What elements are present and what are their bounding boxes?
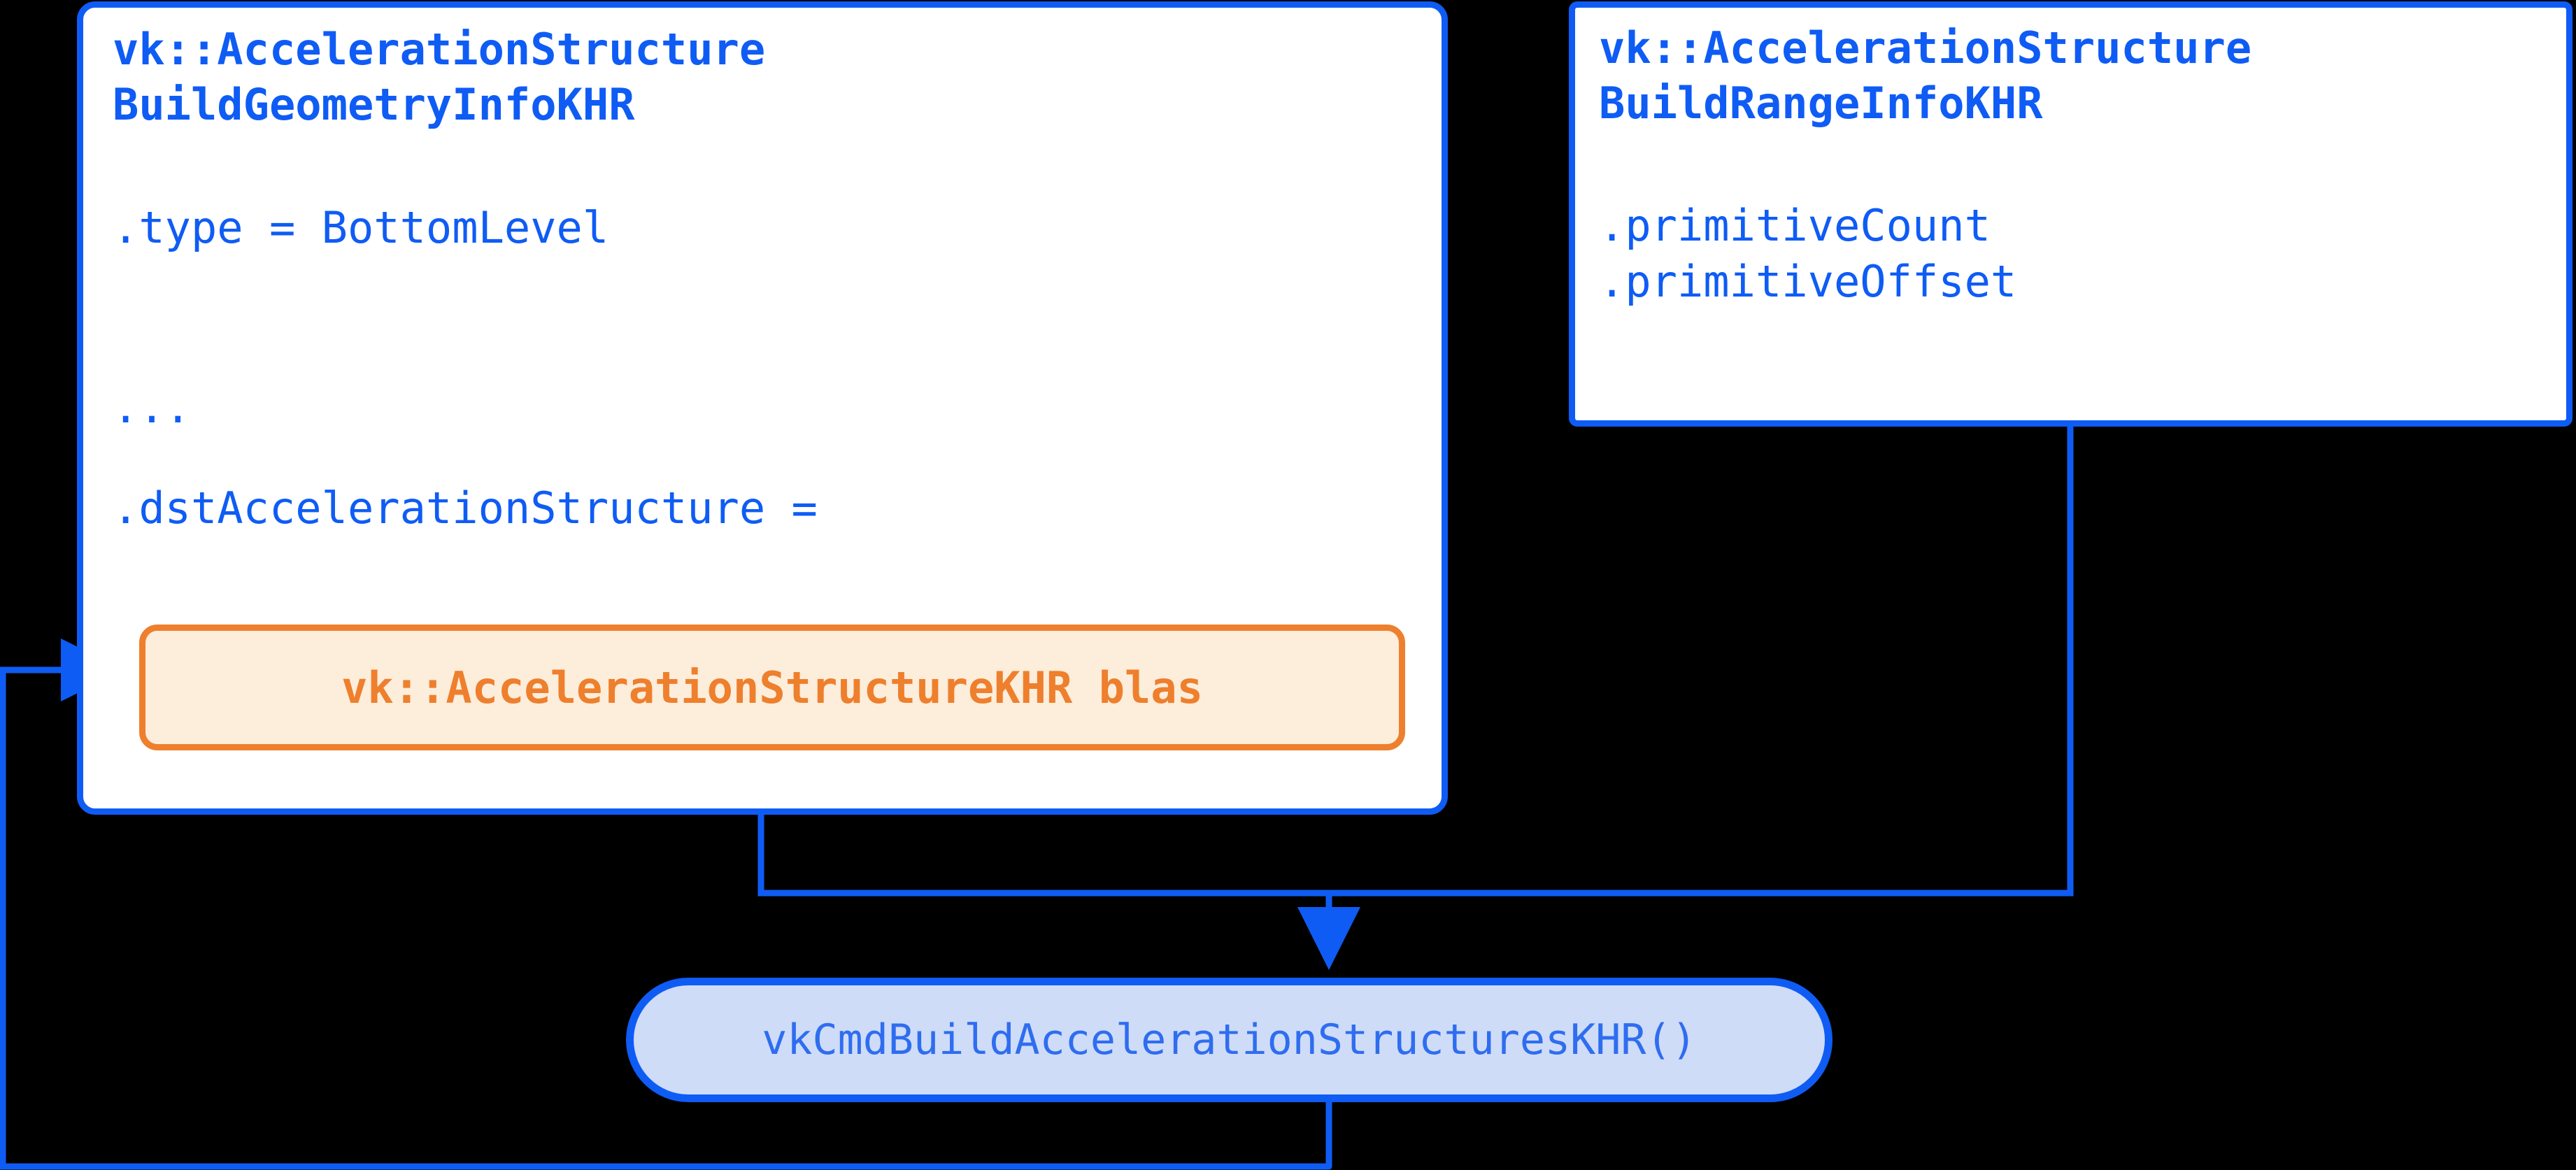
command-node-label: vkCmdBuildAccelerationStructuresKHR() [762,1015,1697,1064]
geometry-info-field-ellipsis: ... [113,382,191,433]
range-info-title-line-1: vk::AccelerationStructure [1599,22,2252,73]
vk-cmd-build-acceleration-structures-node[interactable]: vkCmdBuildAccelerationStructuresKHR() [626,978,1833,1102]
geometry-info-field-type: .type = BottomLevel [113,202,609,253]
blas-handle-label: vk::AccelerationStructureKHR blas [341,662,1203,713]
acceleration-structure-khr-blas-handle[interactable]: vk::AccelerationStructureKHR blas [139,625,1405,750]
geometry-info-title-line-1: vk::AccelerationStructure [113,24,766,75]
range-info-field-primitive-offset: .primitiveOffset [1599,256,2017,307]
connector-geometry-info-to-command [757,810,2074,897]
geometry-info-field-dst-acceleration-structure: .dstAccelerationStructure = [113,483,818,534]
range-info-title-line-2: BuildRangeInfoKHR [1599,78,2043,129]
range-info-field-primitive-count: .primitiveCount [1599,200,1991,251]
geometry-info-title-line-2: BuildGeometryInfoKHR [113,79,635,131]
connector-command-output [0,1099,1332,1170]
